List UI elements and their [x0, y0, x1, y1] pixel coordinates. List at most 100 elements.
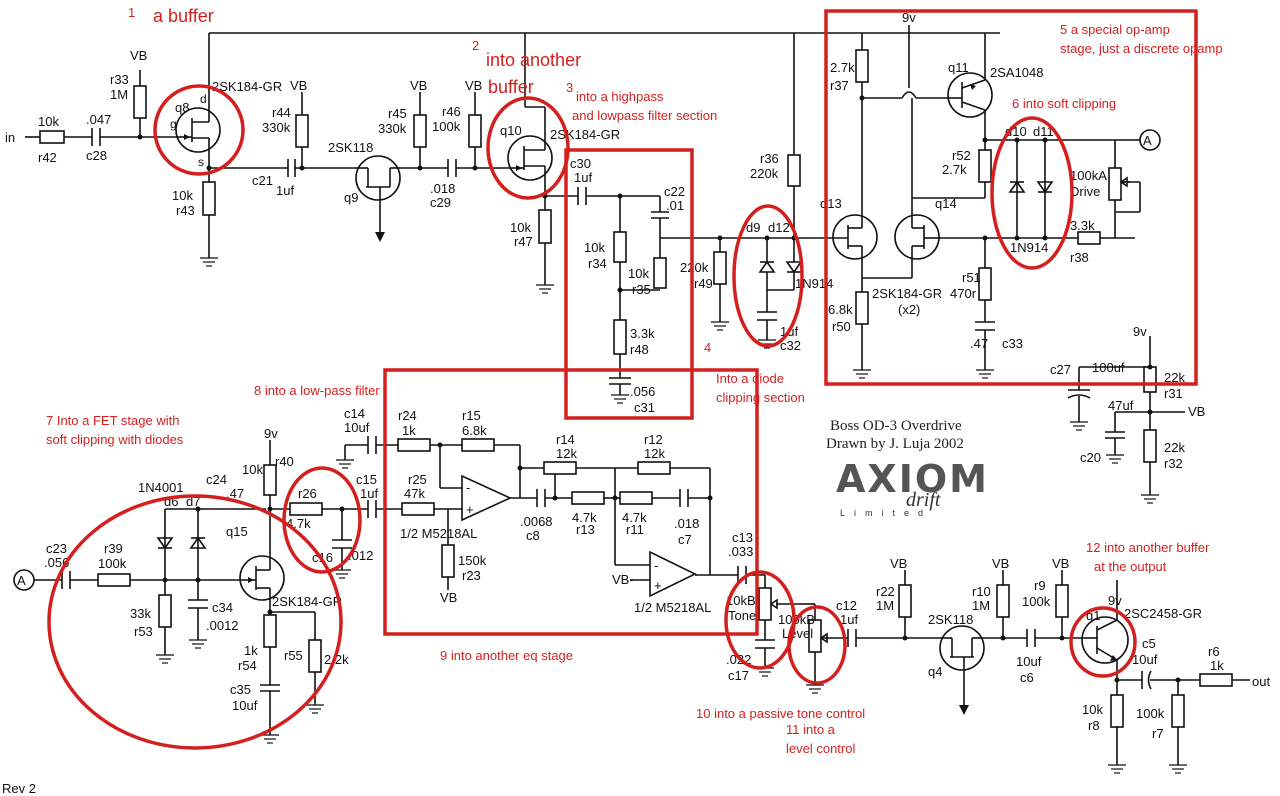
- label-c22: c22: [664, 184, 685, 199]
- label-r24: r24: [398, 408, 417, 423]
- resistor-r52: [978, 149, 992, 183]
- potentiometer-drive: [1108, 167, 1122, 201]
- label-r38: r38: [1070, 250, 1089, 265]
- diode-d6: [156, 537, 174, 550]
- label-c14-value: 10uf: [344, 420, 370, 435]
- capacitor-c35: [260, 684, 280, 692]
- label-r47-value: 10k: [510, 220, 531, 235]
- label-1n914-b: 1N914: [1010, 240, 1048, 255]
- drift-logo: drift: [906, 489, 941, 511]
- resistor-r25: [401, 502, 435, 516]
- label-r14: r14: [556, 432, 575, 447]
- resistor-r42: [39, 130, 65, 144]
- label-connector-a-out: A: [1143, 133, 1152, 148]
- label-r8: r8: [1088, 718, 1100, 733]
- highlight-stage-3: [564, 148, 694, 420]
- diode-d7: [189, 536, 207, 549]
- label-c30: c30: [570, 156, 591, 171]
- revision-label: Rev 2: [2, 781, 36, 796]
- label-vb-5: VB: [1188, 404, 1205, 419]
- output-wiring: [856, 570, 1250, 765]
- label-c7: c7: [678, 532, 692, 547]
- label-r40-value: 10k: [242, 462, 263, 477]
- label-d9: d9: [746, 220, 760, 235]
- label-level: Level: [782, 626, 813, 641]
- svg-text:-: -: [654, 558, 658, 573]
- label-c5: c5: [1142, 636, 1156, 651]
- resistor-r54: [263, 614, 277, 648]
- highlight-stage-6: [990, 116, 1074, 270]
- label-r34-value: 10k: [584, 240, 605, 255]
- label-c30-value: 1uf: [574, 170, 592, 185]
- label-q13-type: 2SK184-GR: [872, 286, 942, 301]
- label-r22-value: 1M: [876, 598, 894, 613]
- annotation-3-number: 3: [566, 80, 573, 95]
- label-r33-value: 1M: [110, 87, 128, 102]
- label-r49: r49: [694, 276, 713, 291]
- label-r11: r11: [626, 522, 644, 537]
- annotation-4-number: 4: [704, 340, 711, 355]
- limited-logo: Limited: [840, 508, 932, 518]
- capacitor-c17: [755, 639, 775, 649]
- label-r47: r47: [514, 234, 533, 249]
- annotation-6: 6 into soft clipping: [1012, 96, 1116, 111]
- capacitor-c14: [367, 436, 377, 454]
- annotation-9: 9 into another eq stage: [440, 648, 573, 663]
- capacitor-c32: [757, 311, 777, 321]
- label-q10: q10: [500, 123, 522, 138]
- resistor-r49: [713, 251, 727, 285]
- capacitor-c8: [536, 489, 546, 507]
- label-r9: r9: [1034, 578, 1046, 593]
- label-vb-4: VB: [465, 78, 482, 93]
- transistor-q13: [830, 214, 878, 260]
- label-r37: r37: [830, 78, 849, 93]
- label-c35-value: 10uf: [232, 698, 258, 713]
- capacitor-c20: [1105, 431, 1125, 439]
- annotation-10: 10 into a passive tone control: [696, 706, 865, 721]
- label-c33-value: .47: [970, 336, 988, 351]
- capacitor-c29: [447, 159, 457, 177]
- capacitor-c15: [367, 500, 377, 518]
- label-c15: c15: [356, 472, 377, 487]
- label-r15: r15: [462, 408, 481, 423]
- resistor-r24: [397, 438, 431, 452]
- highlight-stage-1: [153, 84, 245, 176]
- label-c13: c13: [732, 530, 753, 545]
- label-r52-value: 2.7k: [942, 162, 967, 177]
- label-c33: c33: [1002, 336, 1023, 351]
- label-r12-value: 12k: [644, 446, 665, 461]
- label-c15-value: 1uf: [360, 486, 378, 501]
- resistor-r43: [202, 181, 216, 216]
- label-r46-value: 100k: [432, 119, 461, 134]
- label-drive-value: 100kA: [1070, 168, 1107, 183]
- label-tone: Tone: [728, 608, 756, 623]
- label-c34-value: .0012: [206, 618, 239, 633]
- resistor-r50: [855, 291, 869, 325]
- label-r53: r53: [134, 624, 153, 639]
- label-q4: q4: [928, 664, 942, 679]
- label-r10-value: 1M: [972, 598, 990, 613]
- label-vb-10: VB: [1052, 556, 1069, 571]
- label-out: out: [1252, 674, 1270, 689]
- label-r9-value: 100k: [1022, 594, 1051, 609]
- transistor-q14: [894, 214, 940, 260]
- label-d12: d12: [768, 220, 790, 235]
- label-c22-value: .01: [666, 198, 684, 213]
- transistor-q1: [1081, 615, 1129, 665]
- label-vb-7: VB-: [612, 572, 634, 587]
- capacitor-c34: [188, 599, 208, 609]
- resistor-r9: [1055, 584, 1069, 618]
- resistor-r13: [571, 491, 605, 505]
- capacitor-c7: [679, 489, 689, 507]
- label-r51-value: 470r: [950, 286, 977, 301]
- annotation-shapes: [47, 9, 1198, 750]
- label-q9-type: 2SK118: [328, 140, 373, 155]
- label-r36-value: 220k: [750, 166, 779, 181]
- annotation-3-line1: into a highpass: [576, 89, 664, 104]
- label-vb-3: VB: [410, 78, 427, 93]
- label-1n914-a: 1N914: [795, 276, 833, 291]
- label-r25: r25: [408, 472, 427, 487]
- drawing-author: Drawn by J. Luja 2002: [826, 436, 964, 452]
- resistor-r34: [613, 231, 627, 263]
- capacitor-c28: [91, 128, 101, 146]
